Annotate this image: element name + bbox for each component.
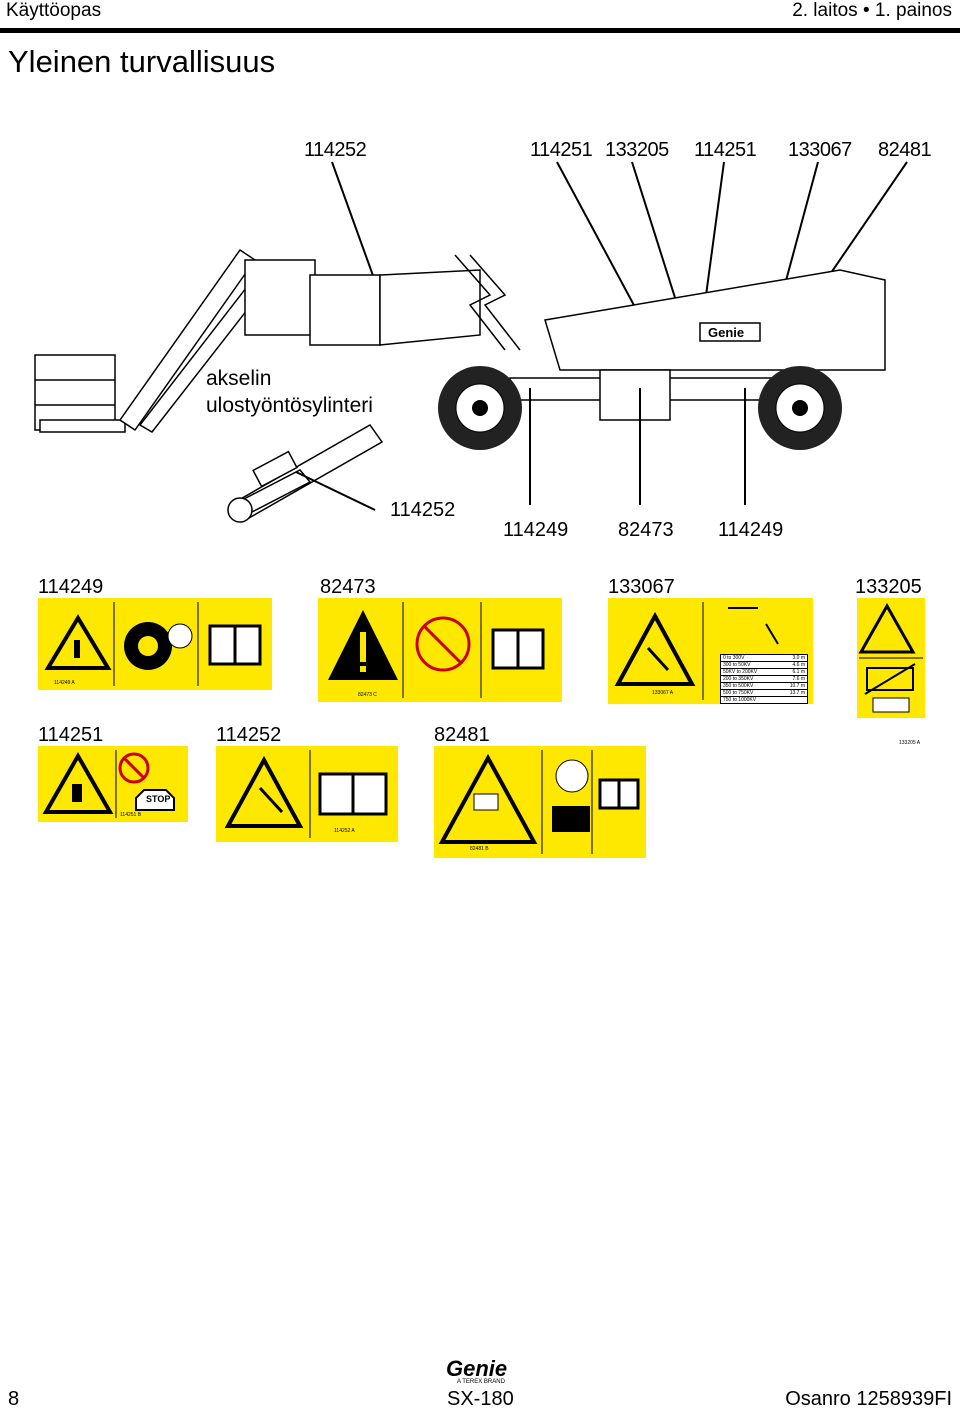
decal-label-114251: 114251: [38, 724, 104, 746]
genie-logo: Genie: [446, 1356, 508, 1381]
decal-code-114252: 114252 A: [334, 828, 355, 834]
model-name: SX-180: [447, 1388, 514, 1410]
decal-code-82473: 82473 C: [358, 692, 377, 698]
page-title: Yleinen turvallisuus: [8, 44, 276, 79]
decal-114252: 114252 A: [216, 746, 398, 842]
callout-114251-a: 114251: [530, 139, 593, 161]
edition-info: 2. laitos • 1. painos: [792, 0, 952, 21]
decal-label-114249: 114249: [38, 576, 104, 598]
jib-boom: Genie: [118, 248, 886, 433]
svg-text:Genie: Genie: [708, 325, 744, 340]
decal-133205: 133205 A: [857, 598, 925, 746]
decal-code-133067: 133067 A: [652, 690, 674, 696]
callout-114249-right: 114249: [718, 519, 783, 541]
callout-114252-cylinder: 114252: [390, 499, 455, 521]
callout-82481: 82481: [878, 139, 931, 161]
decal-code-82481: 82481 B: [470, 846, 489, 852]
decal-114249: 114249 A: [38, 598, 272, 690]
decal-label-82481: 82481: [434, 724, 490, 746]
callout-114249-left: 114249: [503, 519, 568, 541]
decal-82473: 82473 C: [318, 598, 562, 702]
machine-diagram: 114252 114251 133205 114251 133067 82481…: [34, 139, 932, 541]
decal-label-114252: 114252: [216, 724, 282, 746]
decal-label-133067: 133067: [608, 576, 675, 598]
wheels: [438, 366, 842, 450]
decal-code-114249: 114249 A: [54, 680, 75, 686]
callout-114251-b: 114251: [694, 139, 757, 161]
callout-82473: 82473: [618, 519, 674, 541]
chassis: [509, 369, 791, 421]
decal-label-133205: 133205: [855, 576, 922, 598]
cylinder-label-line1: akselin: [206, 367, 271, 390]
decal-114251: STOP 114251 B: [38, 746, 188, 822]
decal-82481: 82481 B: [434, 746, 646, 858]
decal-label-82473: 82473: [320, 576, 376, 598]
decal-code-114251: 114251 B: [120, 812, 142, 818]
callout-133067: 133067: [788, 139, 852, 161]
manual-title: Käyttöopas: [6, 0, 102, 21]
platform-basket: [34, 354, 126, 433]
callout-133205: 133205: [605, 139, 669, 161]
part-number: Osanro 1258939FI: [785, 1388, 952, 1410]
terex-brand-tag: A TEREX BRAND: [457, 1379, 505, 1385]
header-rule: [0, 28, 960, 33]
extension-cylinder: [227, 424, 384, 523]
stop-sign-text: STOP: [146, 794, 171, 804]
cylinder-label-line2: ulostyöntösylinteri: [206, 394, 373, 417]
decal-code-133205: 133205 A: [899, 740, 921, 746]
boom-break: [454, 254, 521, 351]
page-number: 8: [8, 1388, 20, 1410]
callout-114252-top: 114252: [304, 139, 367, 161]
